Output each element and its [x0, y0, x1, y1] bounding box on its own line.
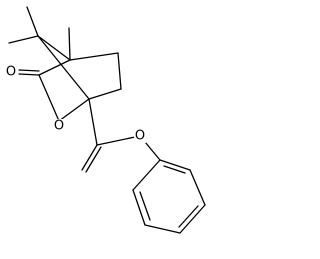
molecule-diagram: O O O — [5, 6, 206, 234]
phenyl-double-3 — [139, 191, 151, 221]
ring-oxygen-bg — [53, 119, 65, 133]
lactone-bond-co — [38, 74, 60, 122]
phenyl-bond-1 — [159, 159, 191, 171]
methyl-bond-top — [26, 6, 39, 37]
ester-bond-alpha — [88, 98, 98, 146]
methyl-bond-left — [8, 35, 39, 44]
ester-oxygen-bg — [134, 129, 146, 143]
ester-carbonyl-bond-2 — [85, 146, 102, 173]
ring-oxygen-label: O — [54, 119, 64, 134]
ring-bond-ch2-lower — [88, 88, 122, 100]
phenyl-bond-5 — [132, 189, 146, 226]
phenyl-double-2 — [178, 205, 199, 228]
bridge-bond-top — [37, 35, 71, 61]
phenyl-double-1 — [163, 165, 186, 174]
carbonyl-bond-1 — [18, 73, 40, 76]
phenyl-bond-4 — [144, 224, 181, 234]
lactone-bond-oc — [58, 98, 90, 122]
carbonyl-bond-2 — [18, 69, 40, 72]
methyl-bond-bridgehead — [68, 27, 71, 61]
phenyl-bond-3 — [179, 204, 206, 234]
bridge-bond-diagonal — [37, 35, 90, 100]
ester-bond-co — [96, 135, 141, 146]
ring-bond-carbonyl-upper — [38, 59, 71, 76]
phenyl-bond-6 — [132, 159, 161, 191]
ring-bond-ch2-upper — [69, 52, 119, 61]
phenyl-bond-2 — [189, 169, 206, 206]
ketone-oxygen-bg — [5, 65, 17, 79]
ring-bond-ch2-ch2 — [117, 52, 122, 90]
ester-oxygen-label: O — [135, 129, 145, 144]
ketone-oxygen-label: O — [6, 65, 16, 80]
ester-carbonyl-bond-1 — [81, 144, 98, 171]
